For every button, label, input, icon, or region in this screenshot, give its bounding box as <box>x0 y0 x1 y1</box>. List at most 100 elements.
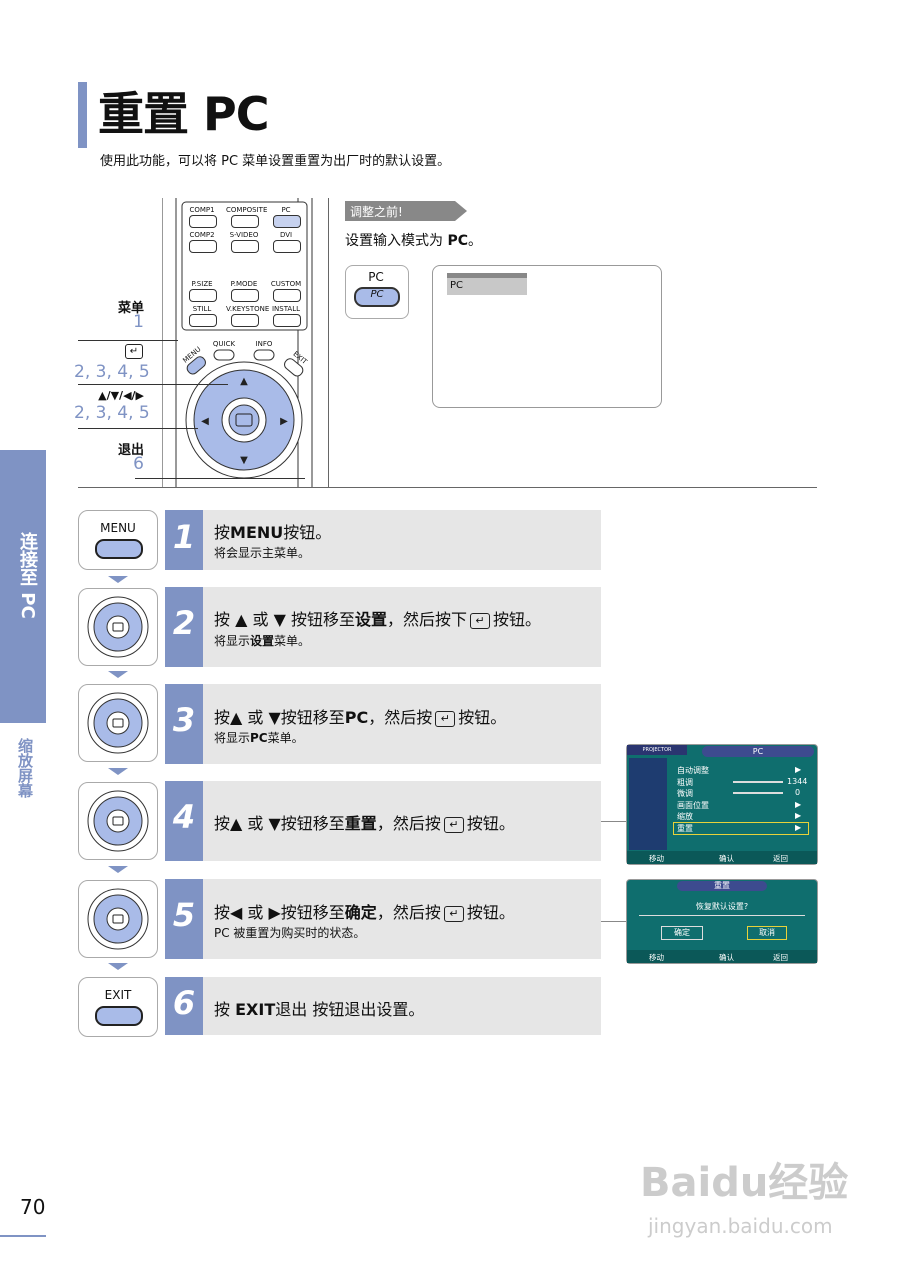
osd-footer-move: 移动 <box>649 854 664 863</box>
step6-box <box>203 977 601 1035</box>
step6-num-bar <box>165 977 203 1035</box>
remote-install-button[interactable] <box>273 314 301 327</box>
osd-slider-coarse[interactable] <box>733 781 783 783</box>
step3-main-b: ，然后按 <box>368 708 433 727</box>
osd-brand: PROJECTOR <box>627 745 687 755</box>
screen-bar-top <box>447 273 527 278</box>
before-desc-bold: PC <box>447 233 468 249</box>
osd-item-value: ▶ <box>795 800 802 809</box>
osd-item-label[interactable]: 自动调整 <box>677 766 709 775</box>
step3-number: 3 <box>172 701 196 739</box>
step3-sub-bold: PC <box>250 731 268 745</box>
side-tab[interactable] <box>0 450 46 723</box>
step5-main-bold: 确定 <box>344 903 377 922</box>
remote-composite-button[interactable] <box>231 215 259 228</box>
remote-svideo-button[interactable] <box>231 240 259 253</box>
osd-item-label[interactable]: 缩放 <box>677 812 693 821</box>
remote-pmode-button[interactable] <box>231 289 259 302</box>
osd-slider-fine[interactable] <box>733 792 783 794</box>
callout-line-arrows <box>78 428 198 429</box>
osd-item-label-selected[interactable]: 重置 <box>677 824 693 833</box>
osd-footer-back: 返回 <box>773 953 788 962</box>
step2-dpad-icon <box>78 588 158 666</box>
enter-icon: ↵ <box>443 816 464 833</box>
callout-exit-num: 6 <box>133 454 144 474</box>
step4-main-a: 按▲ 或 ▼按钮移至 <box>214 814 345 833</box>
dpad-icon <box>87 596 149 658</box>
side-tab-label: 连接至 PC <box>17 532 38 619</box>
osd-item-value: ▶ <box>795 823 802 832</box>
step5-number: 5 <box>172 896 196 934</box>
osd-ok-button[interactable]: 确定 <box>661 926 703 940</box>
step2-number: 2 <box>172 604 196 642</box>
step6-main-b: 退出 按钮退出设置。 <box>275 1000 425 1019</box>
step6-main-a: 按 <box>214 1000 236 1019</box>
osd-cancel-button[interactable]: 取消 <box>747 926 787 940</box>
osd-pc-menu: PROJECTOR PC 自动调整 ▶ 粗调 1344 微调 0 画面位置 ▶ … <box>626 744 818 865</box>
step1-main-bold: MENU <box>230 523 284 542</box>
remote-label-still: STILL <box>192 305 212 313</box>
step1-main-prefix: 按 <box>214 523 231 542</box>
remote-label-install: INSTALL <box>271 305 301 313</box>
step3-sub-b: 菜单。 <box>267 731 304 745</box>
remote-label-comp1: COMP1 <box>189 206 215 214</box>
remote-comp2-button[interactable] <box>189 240 217 253</box>
step2-main-a: 按 ▲ 或 ▼ 按钮移至 <box>214 610 355 629</box>
before-desc-suffix: 。 <box>468 233 482 249</box>
input-screen-preview <box>432 265 662 408</box>
pc-key-label: PC <box>368 270 384 284</box>
remote-label-quick: QUICK <box>212 340 236 348</box>
step2-sub-a: 将显示 <box>214 634 251 648</box>
step2-num-bar <box>165 587 203 667</box>
remote-custom-button[interactable] <box>273 289 301 302</box>
step5-sub: PC 被重置为购买时的状态。 <box>214 926 366 940</box>
step3-main-bold: PC <box>344 708 369 727</box>
callout-line-menu <box>78 340 178 341</box>
callout-line-exit <box>135 478 305 479</box>
step3-main-c: 按钮。 <box>458 708 507 727</box>
step2-sub-bold: 设置 <box>250 634 275 648</box>
osd-footer-confirm: 确认 <box>719 953 734 962</box>
remote-label-vkeystone: V.KEYSTONE <box>226 305 270 313</box>
watermark-url: jingyan.baidu.com <box>648 1214 833 1238</box>
svg-text:▼: ▼ <box>240 455 248 466</box>
step2-sub-b: 菜单。 <box>274 634 311 648</box>
svg-text:◀: ◀ <box>201 416 209 427</box>
step1-box <box>203 510 601 570</box>
osd-selected-highlight[interactable] <box>673 822 809 835</box>
remote-dvi-button[interactable] <box>273 240 301 253</box>
osd-item-label[interactable]: 粗调 <box>677 778 693 787</box>
remote-label-psize: P.SIZE <box>191 280 213 288</box>
pc-key-button-text: PC <box>370 289 384 300</box>
remote-psize-button[interactable] <box>189 289 217 302</box>
osd-item-label[interactable]: 微调 <box>677 789 693 798</box>
pc-key-illustration <box>345 265 409 319</box>
remote-pc-button[interactable] <box>273 215 301 228</box>
step6-number: 6 <box>172 984 196 1022</box>
dpad-icon <box>87 692 149 754</box>
before-tag-arrow-icon <box>345 201 467 221</box>
step6-main: 按 EXIT退出 按钮退出设置。 <box>214 996 424 1020</box>
exit-button-icon <box>95 1006 143 1026</box>
pc-key-button[interactable] <box>354 287 400 307</box>
step3-sub: 将显示PC菜单。 <box>214 729 304 746</box>
osd-item-value: ▶ <box>795 765 802 774</box>
osd-item-label[interactable]: 画面位置 <box>677 801 709 810</box>
side-sub-tab-label[interactable]: 缩放屏幕 <box>16 738 34 798</box>
remote-vkeystone-button[interactable] <box>231 314 259 327</box>
step6-icon-label: EXIT <box>104 988 132 1002</box>
osd-reset-divider <box>639 915 805 916</box>
step3-dpad-icon <box>78 684 158 762</box>
remote-still-button[interactable] <box>189 314 217 327</box>
step3-sub-a: 将显示 <box>214 731 251 745</box>
step5-box <box>203 879 601 959</box>
osd-pc-title: PC <box>702 746 814 757</box>
page-title: 重置 PC <box>98 87 269 141</box>
screen-input-item[interactable] <box>447 278 527 295</box>
svg-text:▲: ▲ <box>240 376 248 387</box>
osd-footer-move: 移动 <box>649 953 664 962</box>
step5-main-c: 按钮。 <box>466 903 515 922</box>
remote-label-svideo: S-VIDEO <box>229 231 259 239</box>
remote-comp1-button[interactable] <box>189 215 217 228</box>
step4-main: 按▲ 或 ▼按钮移至重置，然后按↵按钮。 <box>214 810 515 834</box>
